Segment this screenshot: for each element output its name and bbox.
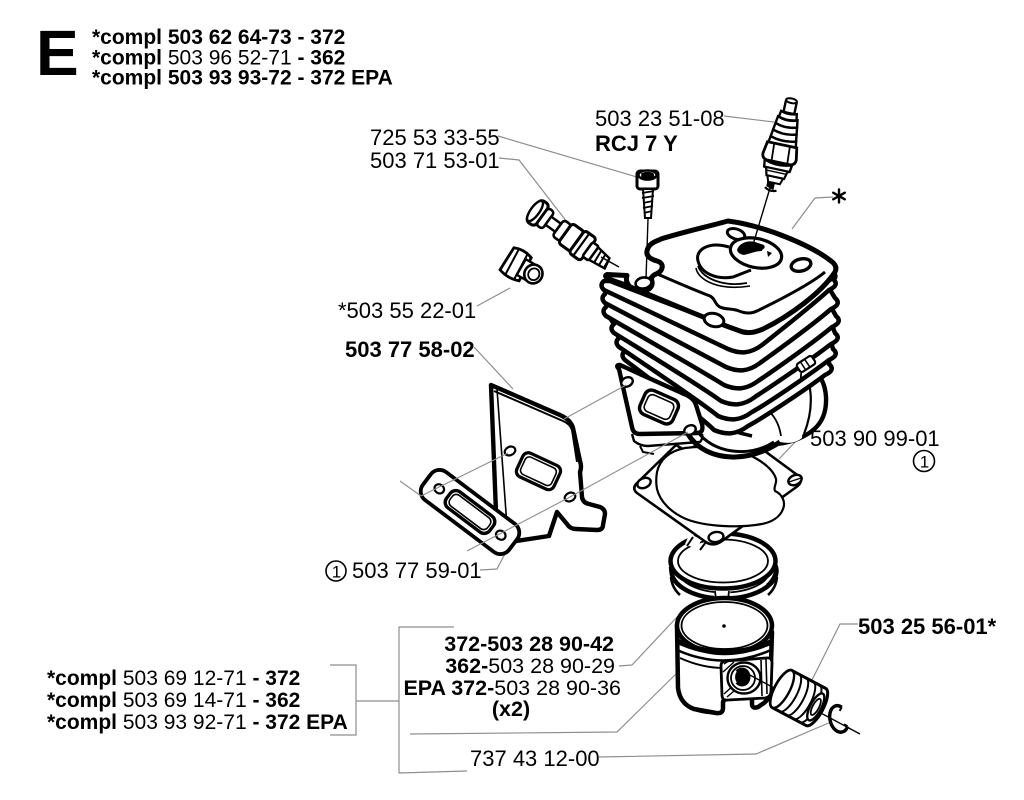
svg-text:RCJ 7 Y: RCJ 7 Y: [595, 131, 678, 156]
svg-text:503 25 56-01*: 503 25 56-01*: [858, 614, 997, 639]
svg-text:*compl 503 96 52-71 - 362: *compl 503 96 52-71 - 362: [92, 46, 345, 69]
svg-text:*compl 503 93 92-71 - 372 EPA: *compl 503 93 92-71 - 372 EPA: [47, 711, 348, 734]
svg-text:*compl 503 62 64-73 - 372: *compl 503 62 64-73 - 372: [92, 26, 345, 49]
svg-text:737 43 12-00: 737 43 12-00: [470, 746, 600, 771]
svg-text:503 90 99-01: 503 90 99-01: [810, 426, 940, 451]
svg-text:503 23 51-08: 503 23 51-08: [595, 106, 725, 131]
svg-text:503 77 59-01: 503 77 59-01: [352, 558, 482, 583]
svg-text:*compl 503 93 93-72 - 372 EPA: *compl 503 93 93-72 - 372 EPA: [92, 67, 393, 90]
svg-text:EPA 372-503 28 90-36: EPA 372-503 28 90-36: [403, 676, 621, 700]
svg-text:*compl 503 69 14-71 - 362: *compl 503 69 14-71 - 362: [47, 689, 300, 712]
svg-text:725 53 33-55: 725 53 33-55: [370, 125, 500, 150]
svg-text:362-503 28 90-29: 362-503 28 90-29: [445, 654, 615, 678]
svg-text:503 71 53-01: 503 71 53-01: [370, 148, 500, 173]
svg-text:*compl 503 69 12-71 - 372: *compl 503 69 12-71 - 372: [47, 667, 300, 690]
svg-text:1: 1: [332, 563, 341, 582]
svg-text:(x2): (x2): [492, 697, 530, 721]
svg-text:1: 1: [920, 453, 929, 472]
svg-text:503 77 58-02: 503 77 58-02: [345, 337, 475, 362]
svg-text:*503 55 22-01: *503 55 22-01: [338, 298, 476, 323]
svg-text:372-503 28 90-42: 372-503 28 90-42: [444, 632, 614, 656]
svg-text:E: E: [36, 17, 79, 89]
